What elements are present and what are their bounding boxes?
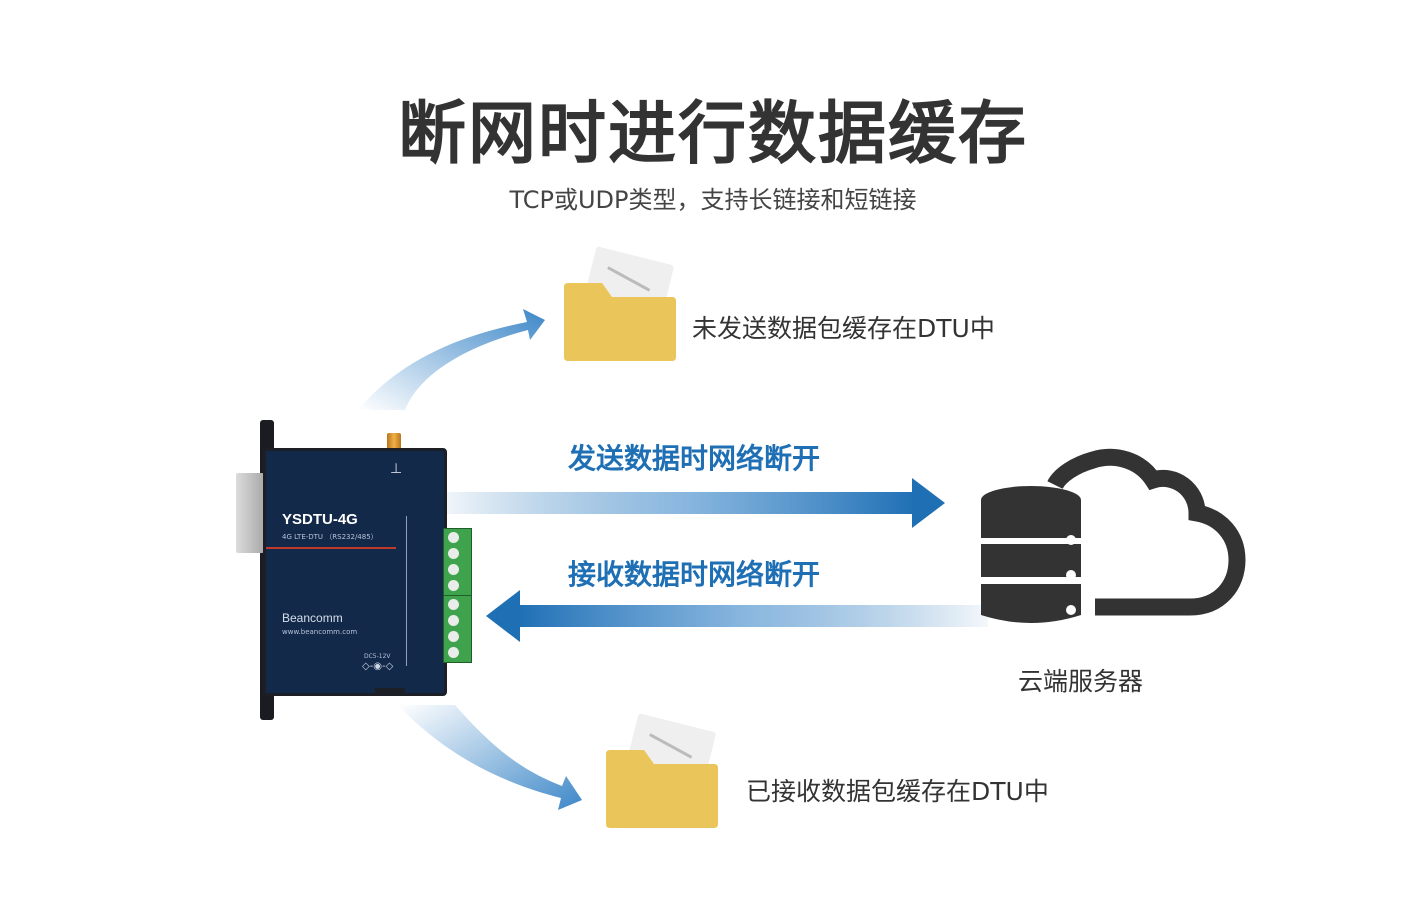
terminal-block-upper bbox=[443, 528, 472, 596]
power-jack-icon: ◇-◉-◇ bbox=[362, 661, 394, 672]
device-brand: Beancomm bbox=[282, 611, 343, 625]
device-website: www.beancomm.com bbox=[282, 628, 358, 636]
device-subtitle: 4G LTE-DTU （RS232/485） bbox=[282, 533, 378, 541]
cloud-server-icon bbox=[981, 448, 1246, 623]
terminal-block-lower bbox=[443, 595, 472, 663]
page-title: 断网时进行数据缓存 bbox=[397, 95, 1028, 174]
side-connector bbox=[236, 473, 264, 553]
antenna-connector bbox=[387, 433, 401, 451]
device-foot bbox=[375, 688, 405, 696]
device-power-label: DC5-12V bbox=[364, 653, 391, 660]
send-arrow-label: 发送数据时网络断开 bbox=[568, 442, 821, 475]
top-cache-label: 未发送数据包缓存在DTU中 bbox=[692, 314, 995, 343]
server-label: 云端服务器 bbox=[1018, 667, 1144, 696]
pin-label-table bbox=[406, 516, 435, 666]
device-stripe bbox=[266, 547, 396, 549]
cloud-icon bbox=[1047, 448, 1246, 616]
page-subtitle: TCP或UDP类型，支持长链接和短链接 bbox=[509, 186, 917, 214]
receive-arrow-label: 接收数据时网络断开 bbox=[568, 558, 821, 591]
antenna-icon: ⊥ bbox=[390, 461, 403, 477]
device-body: ⊥ YSDTU-4G 4G LTE-DTU （RS232/485） Beanco… bbox=[263, 448, 447, 696]
bottom-cache-label: 已接收数据包缓存在DTU中 bbox=[746, 777, 1049, 806]
receive-arrow bbox=[486, 590, 988, 642]
device-model: YSDTU-4G bbox=[282, 511, 358, 528]
database-icon bbox=[981, 486, 1081, 623]
folder-icon-top bbox=[564, 246, 676, 361]
dtu-device: ⊥ YSDTU-4G 4G LTE-DTU （RS232/485） Beanco… bbox=[230, 418, 480, 723]
curved-arrow-up bbox=[358, 309, 545, 410]
send-arrow bbox=[440, 478, 945, 528]
curved-arrow-down bbox=[398, 705, 582, 810]
folder-icon-bottom bbox=[606, 713, 718, 828]
